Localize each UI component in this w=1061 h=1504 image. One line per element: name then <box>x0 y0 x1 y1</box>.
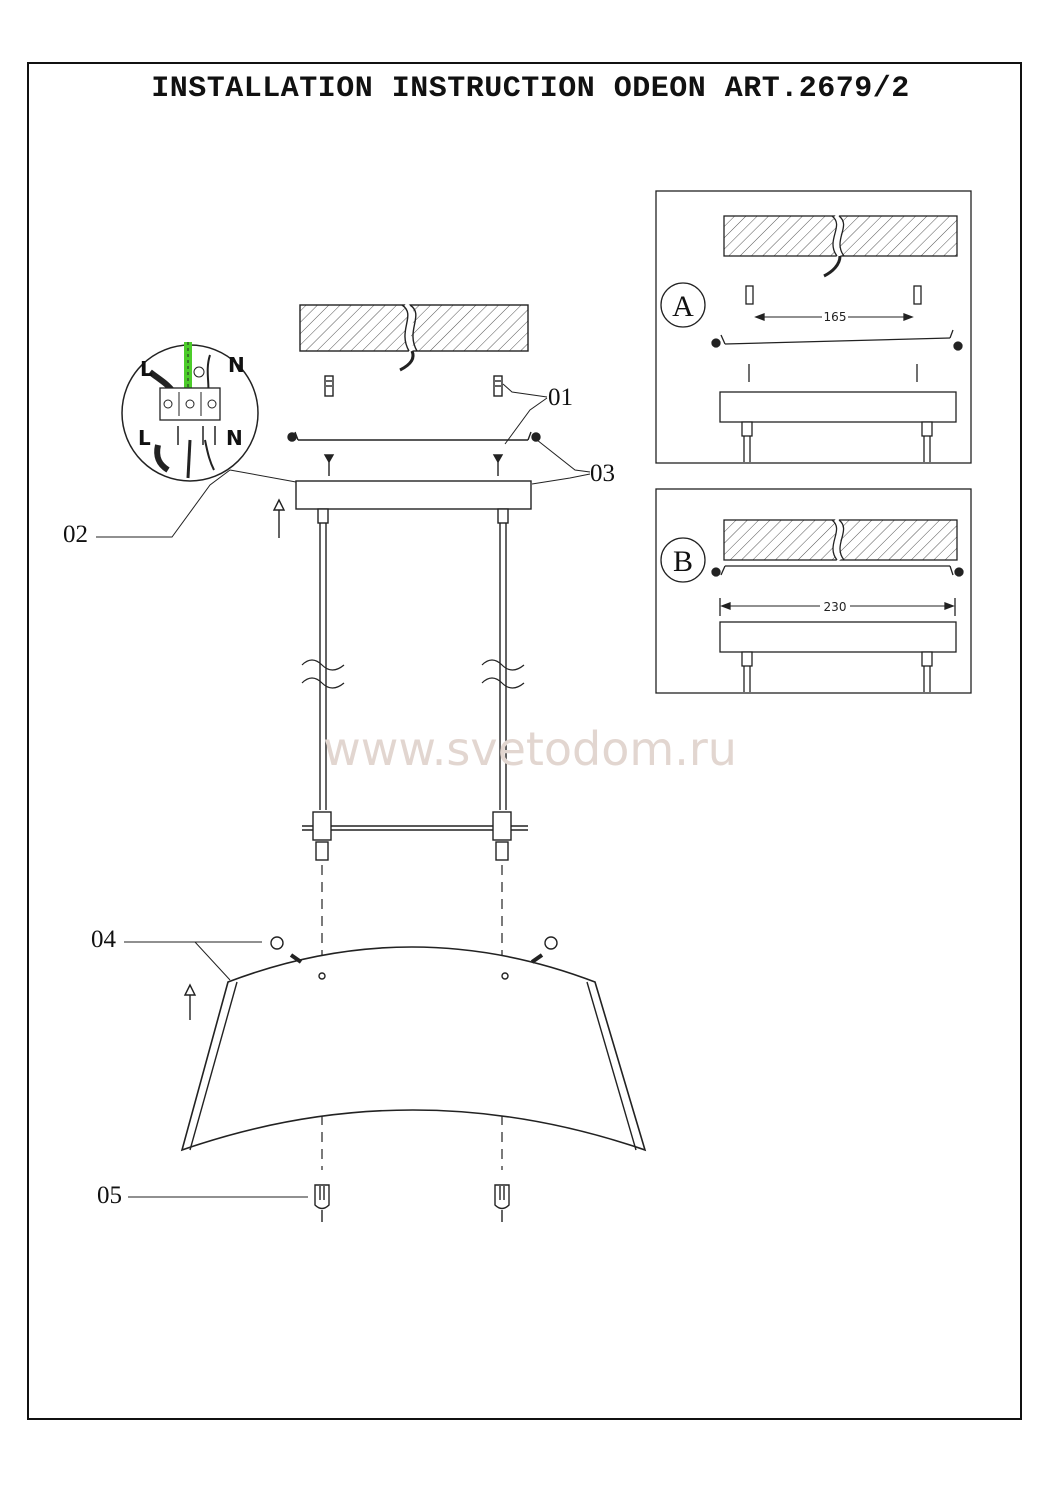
callout-02: 02 <box>63 521 88 548</box>
dowel-screw-left <box>323 375 335 476</box>
wiring-label-n-bottom: N <box>226 426 243 450</box>
callout-04: 04 <box>91 926 116 953</box>
guide-lines <box>321 865 503 1170</box>
terminal-block <box>159 387 221 421</box>
lamp-holder-bar <box>302 811 528 861</box>
detail-b-dimension: 230 <box>824 600 847 614</box>
wiring-detail: L N L N <box>121 342 259 482</box>
page-frame <box>27 62 1022 1420</box>
detail-a-dim-gap <box>822 308 848 324</box>
glass-shade <box>180 936 647 1152</box>
wiring-label-l-top: L <box>140 357 153 381</box>
page-title: INSTALLATION INSTRUCTION ODEON ART.2679/… <box>151 72 910 106</box>
mounting-bracket <box>287 431 541 442</box>
main-assembly <box>96 302 647 1222</box>
detail-a-label: A <box>672 290 694 323</box>
callout-05: 05 <box>97 1182 122 1209</box>
suspension-rod-right <box>481 508 525 810</box>
leader-lines <box>96 383 591 1198</box>
detail-a-panel <box>655 190 972 464</box>
wiring-label-l-bottom: L <box>138 426 151 450</box>
canopy <box>295 480 532 510</box>
ceiling-block <box>299 302 529 372</box>
detail-a-dimension: 165 <box>824 310 847 324</box>
suspension-rod-left <box>301 508 345 810</box>
bulb-left <box>314 1184 330 1222</box>
detail-b-panel <box>655 488 972 694</box>
detail-b-dim-gap <box>820 598 850 614</box>
callout-03: 03 <box>590 460 615 487</box>
bulb-right <box>494 1184 510 1222</box>
dowel-screw-right <box>492 375 504 476</box>
watermark: www.svetodom.ru <box>323 722 737 776</box>
wiring-label-n-top: N <box>228 353 245 377</box>
callout-01: 01 <box>548 384 573 411</box>
detail-b-label: B <box>673 545 693 578</box>
